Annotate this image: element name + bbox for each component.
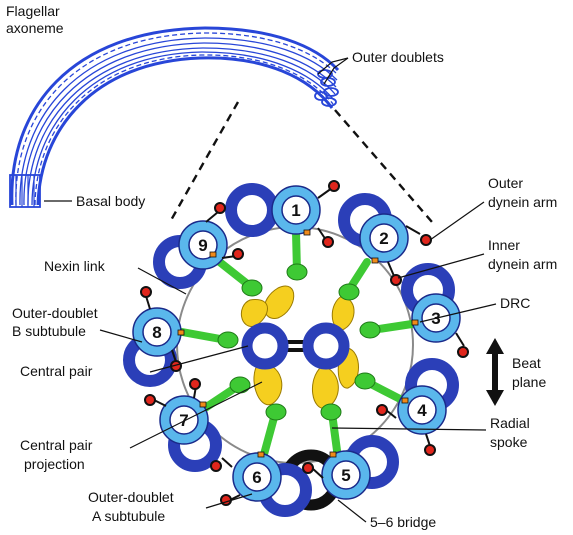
labels: Flagellar axoneme Outer doublets Basal b… <box>6 3 557 530</box>
label-nexin-link: Nexin link <box>44 258 106 274</box>
label-central-pair: Central pair <box>20 363 93 379</box>
doublet-number-4: 4 <box>417 401 427 420</box>
label-b-subtubule-1: Outer-doublet <box>12 305 98 321</box>
doublet-number-5: 5 <box>341 466 350 485</box>
label-a-subtubule-1: Outer-doublet <box>88 489 174 505</box>
label-radial-spoke-2: spoke <box>490 434 528 450</box>
zoom-line-left <box>168 101 240 223</box>
label-central-pair-projection-1: Central pair <box>20 437 93 453</box>
label-flagellar-axoneme-2: axoneme <box>6 20 64 36</box>
label-flagellar-axoneme-1: Flagellar <box>6 3 60 19</box>
label-basal-body: Basal body <box>76 193 145 209</box>
label-beat-plane-2: plane <box>512 374 546 390</box>
leader-lines <box>44 57 497 523</box>
label-inner-dynein-arm-2: dynein arm <box>488 256 557 272</box>
b-subtubules <box>123 183 459 517</box>
radial-spokes <box>178 228 416 462</box>
label-central-pair-projection-2: projection <box>24 456 85 472</box>
label-b-subtubule-2: B subtubule <box>12 323 86 339</box>
zoom-line-right <box>334 109 433 223</box>
label-outer-doublets: Outer doublets <box>352 49 444 65</box>
label-radial-spoke-1: Radial <box>490 415 530 431</box>
label-5-6-bridge: 5–6 bridge <box>370 514 436 530</box>
doublet-number-1: 1 <box>291 201 300 220</box>
doublet-number-8: 8 <box>152 323 161 342</box>
label-beat-plane-1: Beat <box>512 355 541 371</box>
central-pair <box>241 322 350 370</box>
label-outer-dynein-arm-2: dynein arm <box>488 194 557 210</box>
label-drc: DRC <box>500 295 530 311</box>
label-a-subtubule-2: A subtubule <box>92 508 165 524</box>
drc-dots <box>177 229 419 458</box>
label-outer-dynein-arm-1: Outer <box>488 175 523 191</box>
flagellar-axoneme-sketch <box>9 26 340 208</box>
beat-plane-arrow <box>486 338 504 406</box>
dynein-arms <box>140 180 469 506</box>
doublet-number-6: 6 <box>252 468 261 487</box>
doublet-number-9: 9 <box>198 236 207 255</box>
label-inner-dynein-arm-1: Inner <box>488 237 520 253</box>
doublet-number-2: 2 <box>379 229 388 248</box>
